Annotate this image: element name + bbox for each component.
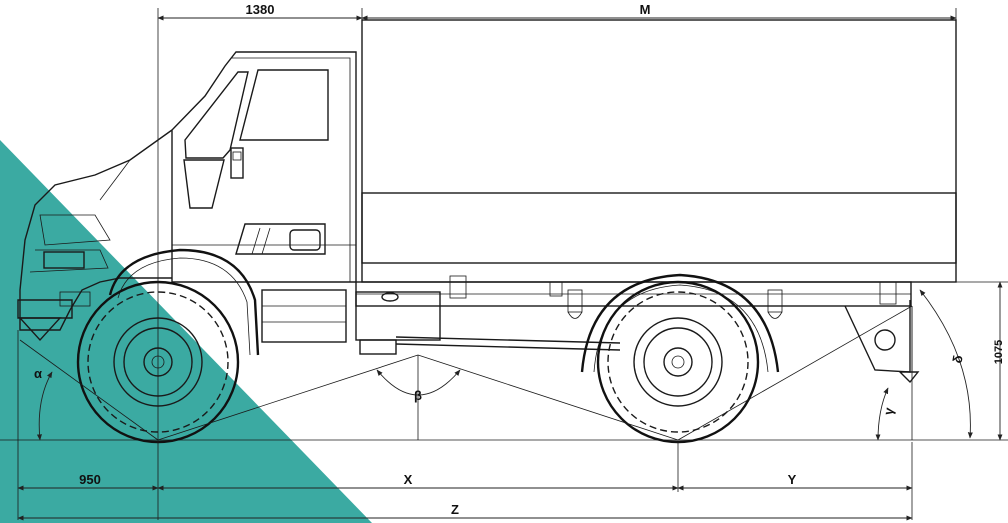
front-bumper: [17, 129, 173, 342]
dim-label-rear-overhang: Y: [788, 472, 797, 487]
angle-label-departure: γ: [881, 406, 897, 416]
dim-label-body-length: M: [640, 2, 651, 17]
rear-hitch: [844, 300, 920, 384]
angle-label-rear: δ: [949, 354, 965, 364]
dim-label-frame-height: 1075: [993, 340, 1005, 364]
dim-label-cab-length: 1380: [246, 2, 275, 17]
cab: [171, 51, 357, 343]
chassis-frame: [355, 275, 912, 355]
dim-label-wheelbase: X: [404, 472, 413, 487]
rear-fender: [580, 273, 780, 373]
watermark-triangle: [0, 140, 372, 523]
dim-label-front-overhang: 950: [79, 472, 101, 487]
angle-label-ramp: β: [414, 388, 422, 403]
angle-label-approach: α: [34, 366, 42, 381]
front-fender: [108, 248, 260, 356]
dimension-lines: [17, 8, 1008, 521]
cargo-box: [361, 19, 957, 283]
angle-lines: [19, 289, 973, 441]
dim-label-overall-length: Z: [451, 502, 459, 517]
